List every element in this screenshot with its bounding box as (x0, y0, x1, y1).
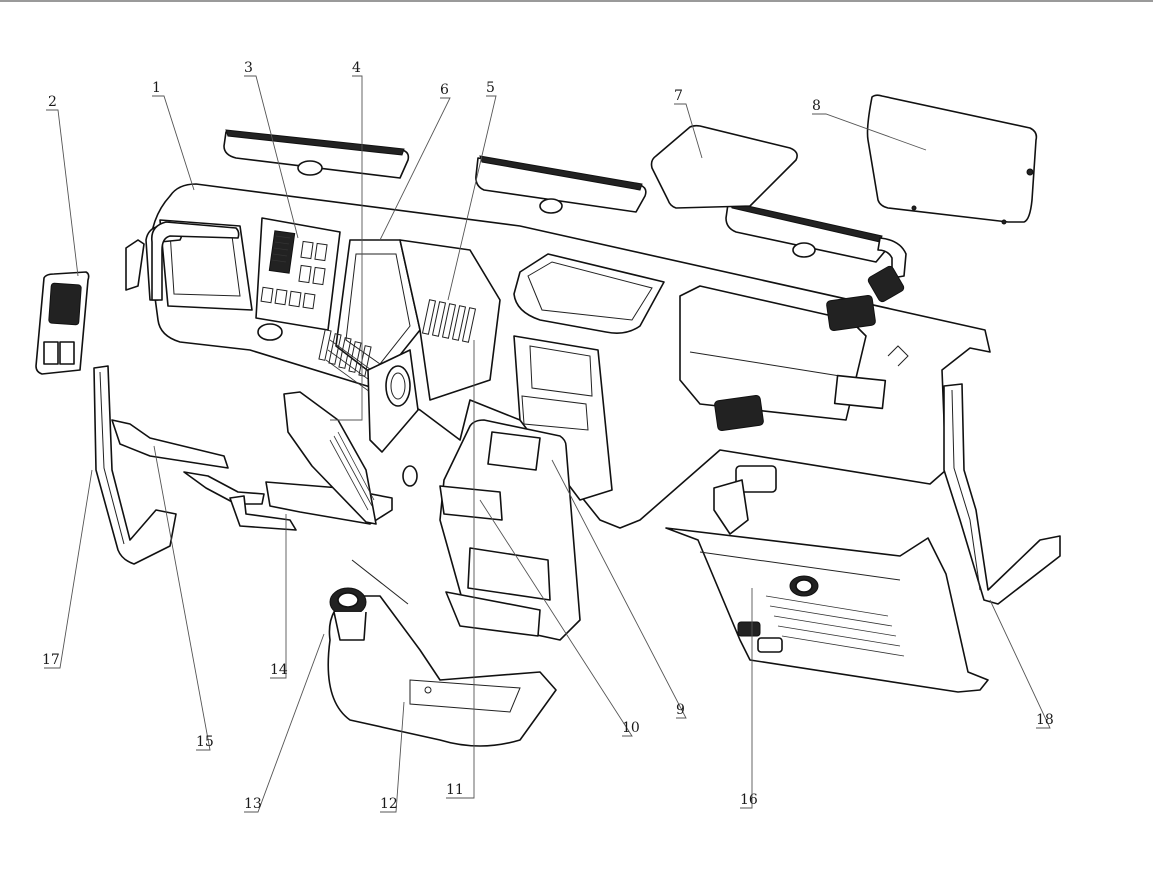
callout-6: 6 (440, 82, 449, 98)
part-15-lower-left-trim (111, 419, 297, 531)
callout-13: 13 (244, 796, 262, 812)
leader-12 (380, 701, 405, 813)
leader-7 (674, 103, 703, 159)
leader-18 (989, 599, 1051, 729)
callout-18: 18 (1036, 712, 1054, 728)
callout-15: 15 (196, 734, 214, 750)
callout-10: 10 (622, 720, 640, 736)
leader-8 (812, 113, 927, 151)
defrost-strip-center (475, 155, 647, 214)
callout-5: 5 (486, 80, 495, 96)
leader-4 (330, 75, 363, 421)
top-border (0, 0, 1153, 2)
callout-3: 3 (244, 60, 253, 76)
callout-8: 8 (812, 98, 821, 114)
right-air-vent-upper (826, 265, 905, 332)
callout-12: 12 (380, 796, 398, 812)
callout-2: 2 (48, 94, 57, 110)
part-14-knee-bolster (265, 391, 393, 525)
leader-1 (152, 95, 195, 191)
defrost-strip-left (223, 129, 410, 179)
callout-16: 16 (740, 792, 758, 808)
leader-14 (270, 514, 287, 679)
leader-5 (447, 95, 497, 301)
leader-10 (479, 499, 633, 737)
leader-17 (44, 469, 93, 669)
part-1-dashboard-body (125, 183, 991, 529)
defrost-strip-right (725, 201, 907, 279)
leader-lines (44, 75, 1051, 813)
callout-7: 7 (674, 88, 683, 104)
part-11-console-cover (445, 591, 541, 637)
callouts: 1 2 3 4 5 6 7 8 9 10 11 12 13 14 15 16 1… (42, 60, 1054, 812)
part-9-console-panel (439, 419, 581, 641)
leader-16 (740, 588, 753, 809)
part-8-cover-panel (866, 94, 1038, 225)
part-16-glovebox-lid (665, 527, 989, 693)
part-17-left-pillar-trim (93, 365, 177, 565)
leader-13 (244, 633, 325, 813)
callout-9: 9 (676, 702, 685, 718)
part-10-console-insert (439, 485, 503, 521)
callout-17: 17 (42, 652, 60, 668)
part-7-cover-panel (650, 124, 798, 209)
callout-1: 1 (152, 80, 161, 96)
leader-2 (46, 109, 79, 277)
callout-4: 4 (352, 60, 361, 76)
leader-6 (379, 97, 451, 241)
callout-14: 14 (270, 662, 288, 678)
part-18-right-pillar-trim (943, 383, 1061, 605)
right-air-vent-lower (714, 394, 764, 432)
callout-11: 11 (446, 782, 464, 798)
part-13-cup-holder (329, 559, 409, 641)
leader-3 (244, 75, 299, 239)
part-2-side-vent (35, 271, 90, 375)
leader-9 (551, 459, 687, 719)
small-knob (402, 465, 418, 487)
leader-15 (153, 445, 211, 751)
glovebox-latch (713, 465, 777, 535)
leader-11 (446, 340, 475, 799)
